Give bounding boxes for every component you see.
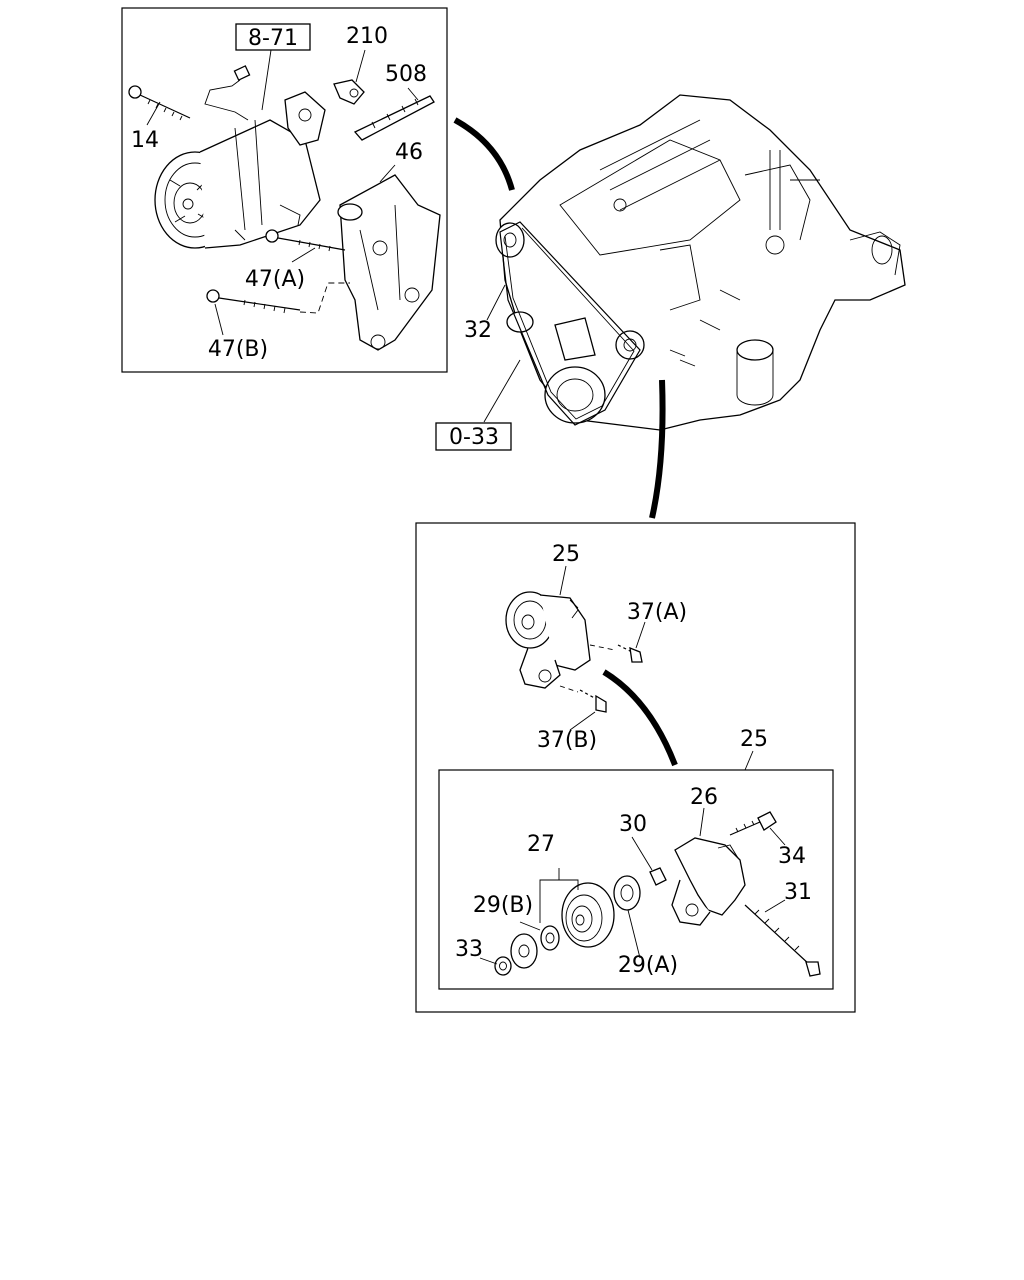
callout-26: 26 [690,785,718,810]
callout-25-top: 25 [552,542,580,567]
callout-29a: 29(A) [618,953,678,978]
bolt-14 [128,85,191,121]
bolt-37b [579,689,607,713]
bracket-46 [337,174,441,351]
plate-29a [613,875,641,911]
connector-arc-tensioner [649,379,666,519]
callout-25-sub: 25 [740,727,768,752]
bolt-37a [617,644,643,663]
tensioner-assembly-25 [505,591,591,689]
callout-210: 210 [346,24,388,49]
collar-30 [649,867,667,886]
callout-46: 46 [395,140,423,165]
bolt-47a [265,229,346,252]
callout-29b: 29(B) [473,893,533,918]
callout-33: 33 [455,937,483,962]
bearing-27 [540,925,560,951]
callout-30: 30 [619,812,647,837]
callout-37b: 37(B) [537,728,597,753]
bolt-31 [744,904,821,977]
compressor-panel [121,7,448,373]
bolt-47b [206,289,301,314]
engine-drawing [495,94,906,431]
callout-47a: 47(A) [245,267,305,292]
pulley-27 [561,882,615,948]
callout-37a: 37(A) [627,600,687,625]
callout-27: 27 [527,832,555,857]
callout-labels: 8-71 210 508 14 46 47(A) 47(B) 32 0-33 2… [131,23,812,978]
callout-34: 34 [778,844,806,869]
tensioner-panel [415,522,856,1013]
callout-508: 508 [385,62,427,87]
arm-26 [671,837,746,926]
tensioner-detail-panel [438,769,834,990]
connector-arc-compressor [453,117,515,191]
ref-box-8-71 [235,23,311,51]
callout-31: 31 [784,880,812,905]
ref-box-0-33 [435,422,512,451]
ref-0-33: 0-33 [449,425,499,450]
tie-band-508 [353,95,435,141]
callout-14: 14 [131,128,159,153]
ref-8-71: 8-71 [248,26,298,51]
bolt-34 [729,811,777,836]
nut-33 [494,956,512,976]
callout-47b: 47(B) [208,337,268,362]
compressor-drawing [154,65,326,249]
callout-32: 32 [464,318,492,343]
plate-29b [510,933,538,969]
clip-210 [333,79,365,105]
